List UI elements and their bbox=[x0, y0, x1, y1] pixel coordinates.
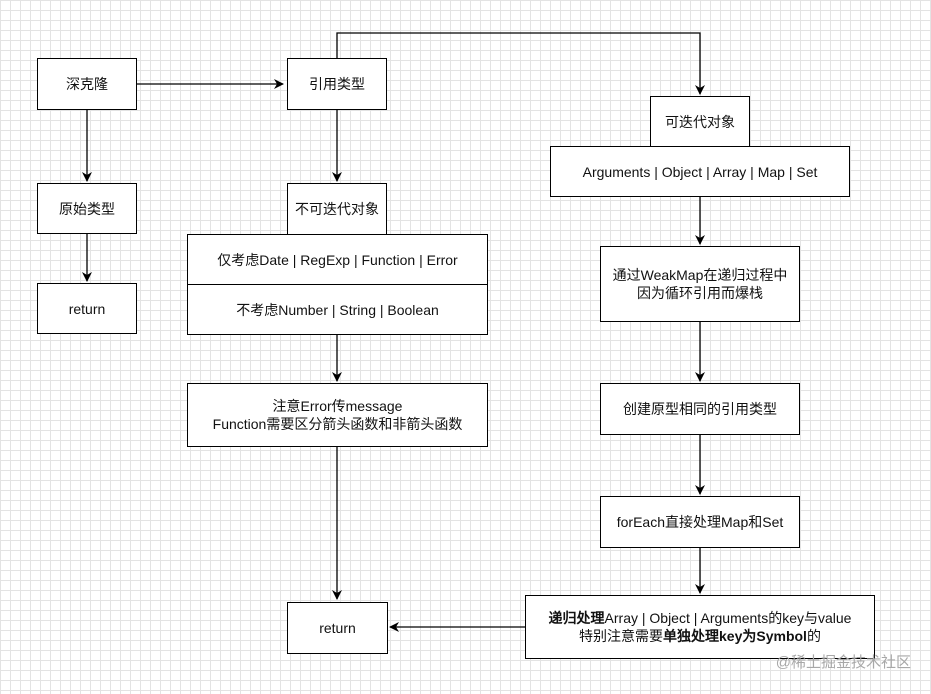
node-create-same-proto-label: 创建原型相同的引用类型 bbox=[623, 401, 777, 417]
node-note-line2: Function需要区分箭头函数和非箭头函数 bbox=[212, 416, 463, 432]
node-non-iterable-label: 不可迭代对象 bbox=[295, 201, 379, 217]
node-special-pre: 特别注意需要 bbox=[579, 628, 664, 644]
node-return-left-label: return bbox=[68, 300, 106, 317]
node-recursive-text: 递归处理Array | Object | Arguments的key与value… bbox=[549, 609, 852, 645]
node-recursive-line2: 特别注意需要单独处理key为Symbol的 bbox=[549, 627, 852, 645]
node-not-consider[interactable]: 不考虑Number | String | Boolean bbox=[187, 284, 488, 335]
node-deep-clone-label: 深克隆 bbox=[66, 76, 108, 92]
node-iterable-label: 可迭代对象 bbox=[665, 114, 735, 130]
node-reference-type[interactable]: 引用类型 bbox=[287, 58, 387, 110]
node-reference-type-label: 引用类型 bbox=[309, 76, 365, 92]
node-recursive[interactable]: 递归处理Array | Object | Arguments的key与value… bbox=[525, 595, 875, 659]
node-special-bold: 单独处理key为Symbol bbox=[663, 628, 807, 644]
node-return-bottom-label: return bbox=[319, 620, 356, 636]
node-note-text: 注意Error传message Function需要区分箭头函数和非箭头函数 bbox=[213, 397, 463, 433]
node-special-post: 的 bbox=[806, 628, 821, 644]
node-consider-only-label: 仅考虑Date | RegExp | Function | Error bbox=[217, 251, 458, 268]
node-create-same-proto[interactable]: 创建原型相同的引用类型 bbox=[600, 383, 800, 435]
node-return-bottom[interactable]: return bbox=[287, 602, 388, 654]
node-iterable[interactable]: 可迭代对象 bbox=[650, 96, 750, 148]
watermark: @稀土掘金技术社区 bbox=[775, 654, 911, 671]
node-iterable-types[interactable]: Arguments | Object | Array | Map | Set bbox=[550, 146, 850, 197]
node-deep-clone[interactable]: 深克隆 bbox=[37, 58, 137, 110]
edge-reference-iterable bbox=[336, 32, 705, 95]
node-weakmap[interactable]: 通过WeakMap在递归过程中 因为循环引用而爆栈 bbox=[600, 246, 800, 322]
node-recursive-rest: Array | Object | Arguments的key与value bbox=[604, 610, 852, 626]
node-weakmap-text: 通过WeakMap在递归过程中 因为循环引用而爆栈 bbox=[613, 266, 788, 302]
node-recursive-line1: 递归处理Array | Object | Arguments的key与value bbox=[549, 609, 852, 627]
node-foreach-label: forEach直接处理Map和Set bbox=[616, 514, 784, 530]
node-consider-only[interactable]: 仅考虑Date | RegExp | Function | Error bbox=[187, 234, 488, 285]
node-weakmap-line1: 通过WeakMap在递归过程中 bbox=[612, 267, 788, 283]
node-foreach[interactable]: forEach直接处理Map和Set bbox=[600, 496, 800, 548]
node-note[interactable]: 注意Error传message Function需要区分箭头函数和非箭头函数 bbox=[187, 383, 488, 447]
node-not-consider-label: 不考虑Number | String | Boolean bbox=[236, 301, 439, 318]
node-recursive-bold: 递归处理 bbox=[548, 610, 605, 626]
node-iterable-types-label: Arguments | Object | Array | Map | Set bbox=[582, 163, 818, 180]
node-return-left[interactable]: return bbox=[37, 283, 137, 334]
node-non-iterable[interactable]: 不可迭代对象 bbox=[287, 183, 387, 235]
node-weakmap-line2: 因为循环引用而爆栈 bbox=[637, 285, 763, 301]
node-primitive-type-label: 原始类型 bbox=[59, 200, 115, 217]
node-note-line1: 注意Error传message bbox=[272, 398, 403, 414]
node-primitive-type[interactable]: 原始类型 bbox=[37, 183, 137, 234]
